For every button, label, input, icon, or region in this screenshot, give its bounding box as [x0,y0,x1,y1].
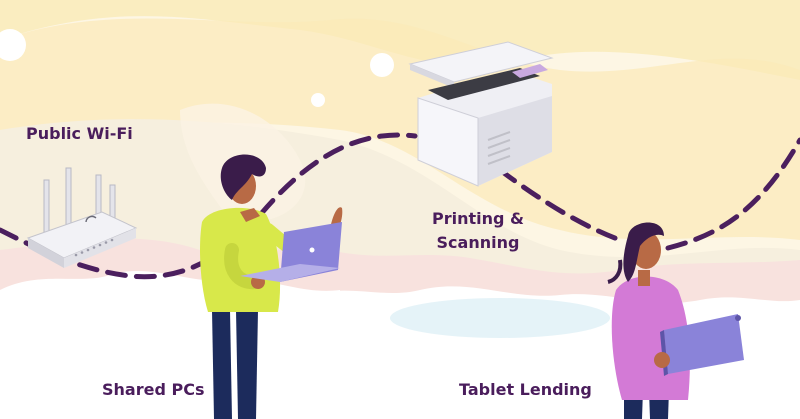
cloud-puff-small [370,53,394,77]
wifi-router-icon [26,167,138,268]
label-printing-line2: Scanning [436,233,520,252]
label-shared-pcs: Shared PCs [102,380,205,399]
printer-scanner-icon [408,41,554,187]
dashed-path-right [665,137,800,251]
laptop-icon [240,222,342,282]
label-public-wifi: Public Wi-Fi [26,124,133,143]
cloud-shadow [390,298,610,338]
cloud-puff-edge [0,29,26,61]
tablet-icon [654,314,744,376]
background-mid-wash [0,18,800,240]
dashed-path-middle [497,167,623,243]
label-printing-line1: Printing & [432,209,524,228]
label-printing-scanning: Printing & Scanning [432,207,524,255]
cloud-puff-tiny [311,93,325,107]
label-tablet-lending: Tablet Lending [459,380,592,399]
